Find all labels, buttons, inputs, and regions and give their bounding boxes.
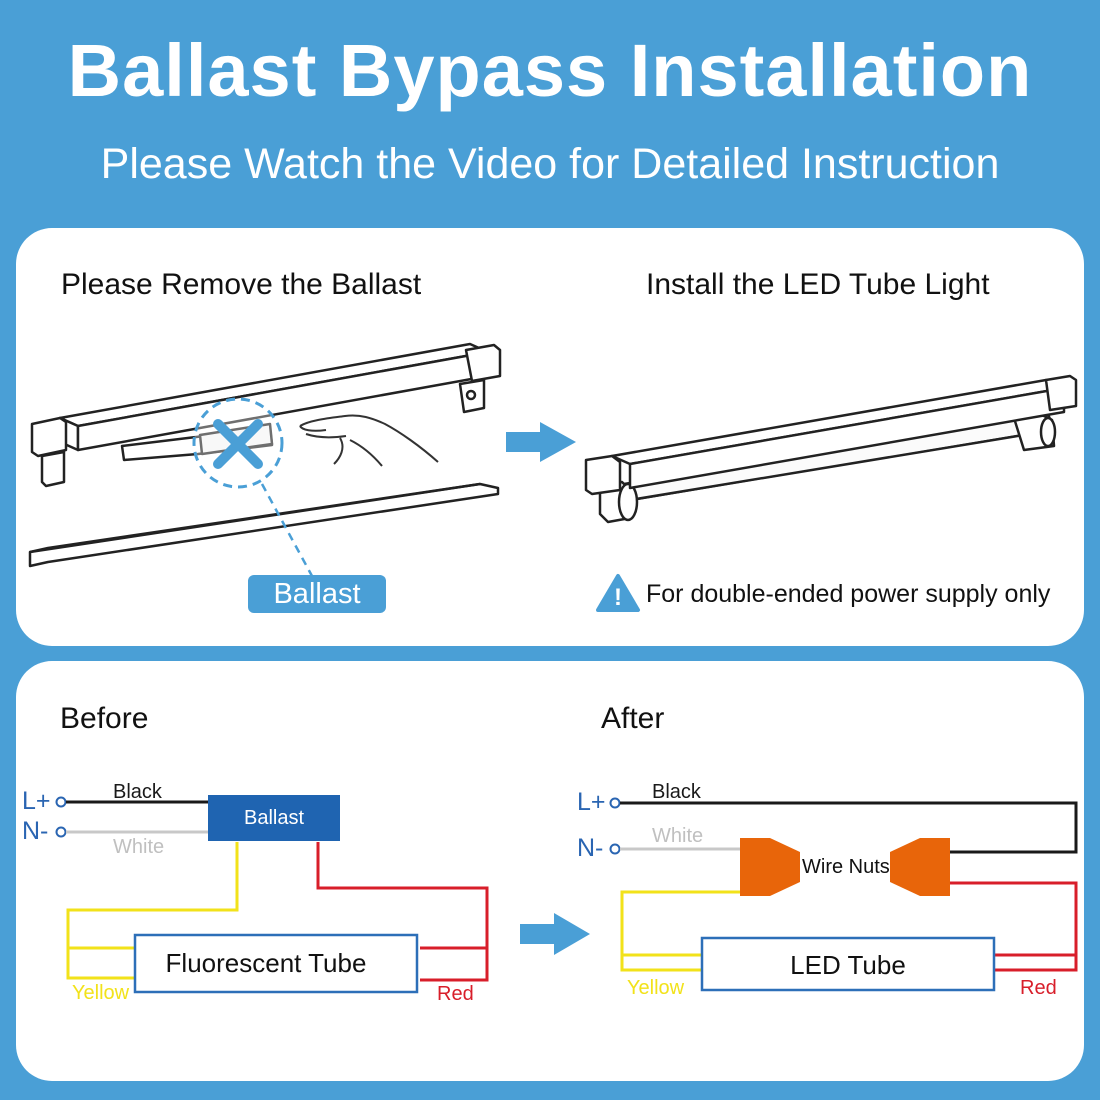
install-tube-heading: Install the LED Tube Light — [646, 268, 990, 301]
before-black-label: Black — [113, 781, 162, 803]
after-neutral-terminal: N- — [577, 834, 604, 862]
before-white-label: White — [113, 836, 165, 858]
ballast-tag: Ballast — [248, 575, 386, 613]
ballast-box — [208, 795, 340, 841]
after-heading: After — [601, 702, 665, 735]
fluorescent-tube-label: Fluorescent Tube — [165, 948, 367, 978]
fixture-after-illustration — [584, 374, 1078, 524]
wire-nuts-label: Wire Nuts — [802, 856, 890, 878]
page-subtitle: Please Watch the Video for Detailed Inst… — [100, 140, 1000, 188]
arrow-right-icon — [506, 422, 576, 462]
after-yellow-label: Yellow — [627, 977, 685, 999]
page-title: Ballast Bypass Installation — [67, 29, 1033, 112]
hand-icon — [299, 414, 439, 467]
after-black-label: Black — [652, 781, 701, 803]
after-white-label: White — [652, 825, 704, 847]
arrow-right-icon — [520, 913, 590, 955]
after-wiring — [609, 797, 1078, 992]
before-neutral-terminal: N- — [22, 817, 49, 845]
ballast-box-label: Ballast — [243, 807, 305, 829]
led-tube-label: LED Tube — [790, 950, 906, 980]
warning-note: For double-ended power supply only — [646, 580, 1051, 608]
warning-triangle-icon — [596, 574, 640, 612]
wire-nut-right — [890, 838, 950, 896]
warning-glyph: ! — [614, 584, 622, 611]
wire-nut-left — [740, 838, 800, 896]
after-red-label: Red — [1020, 977, 1057, 999]
before-yellow-label: Yellow — [72, 982, 130, 1004]
before-red-label: Red — [437, 983, 474, 1005]
after-live-terminal: L+ — [577, 788, 606, 816]
before-live-terminal: L+ — [22, 787, 51, 815]
remove-x-icon — [213, 419, 263, 469]
remove-ballast-heading: Please Remove the Ballast — [61, 268, 422, 301]
before-heading: Before — [60, 702, 149, 735]
before-wiring — [55, 796, 489, 994]
ballast-pointer-line — [260, 483, 314, 577]
